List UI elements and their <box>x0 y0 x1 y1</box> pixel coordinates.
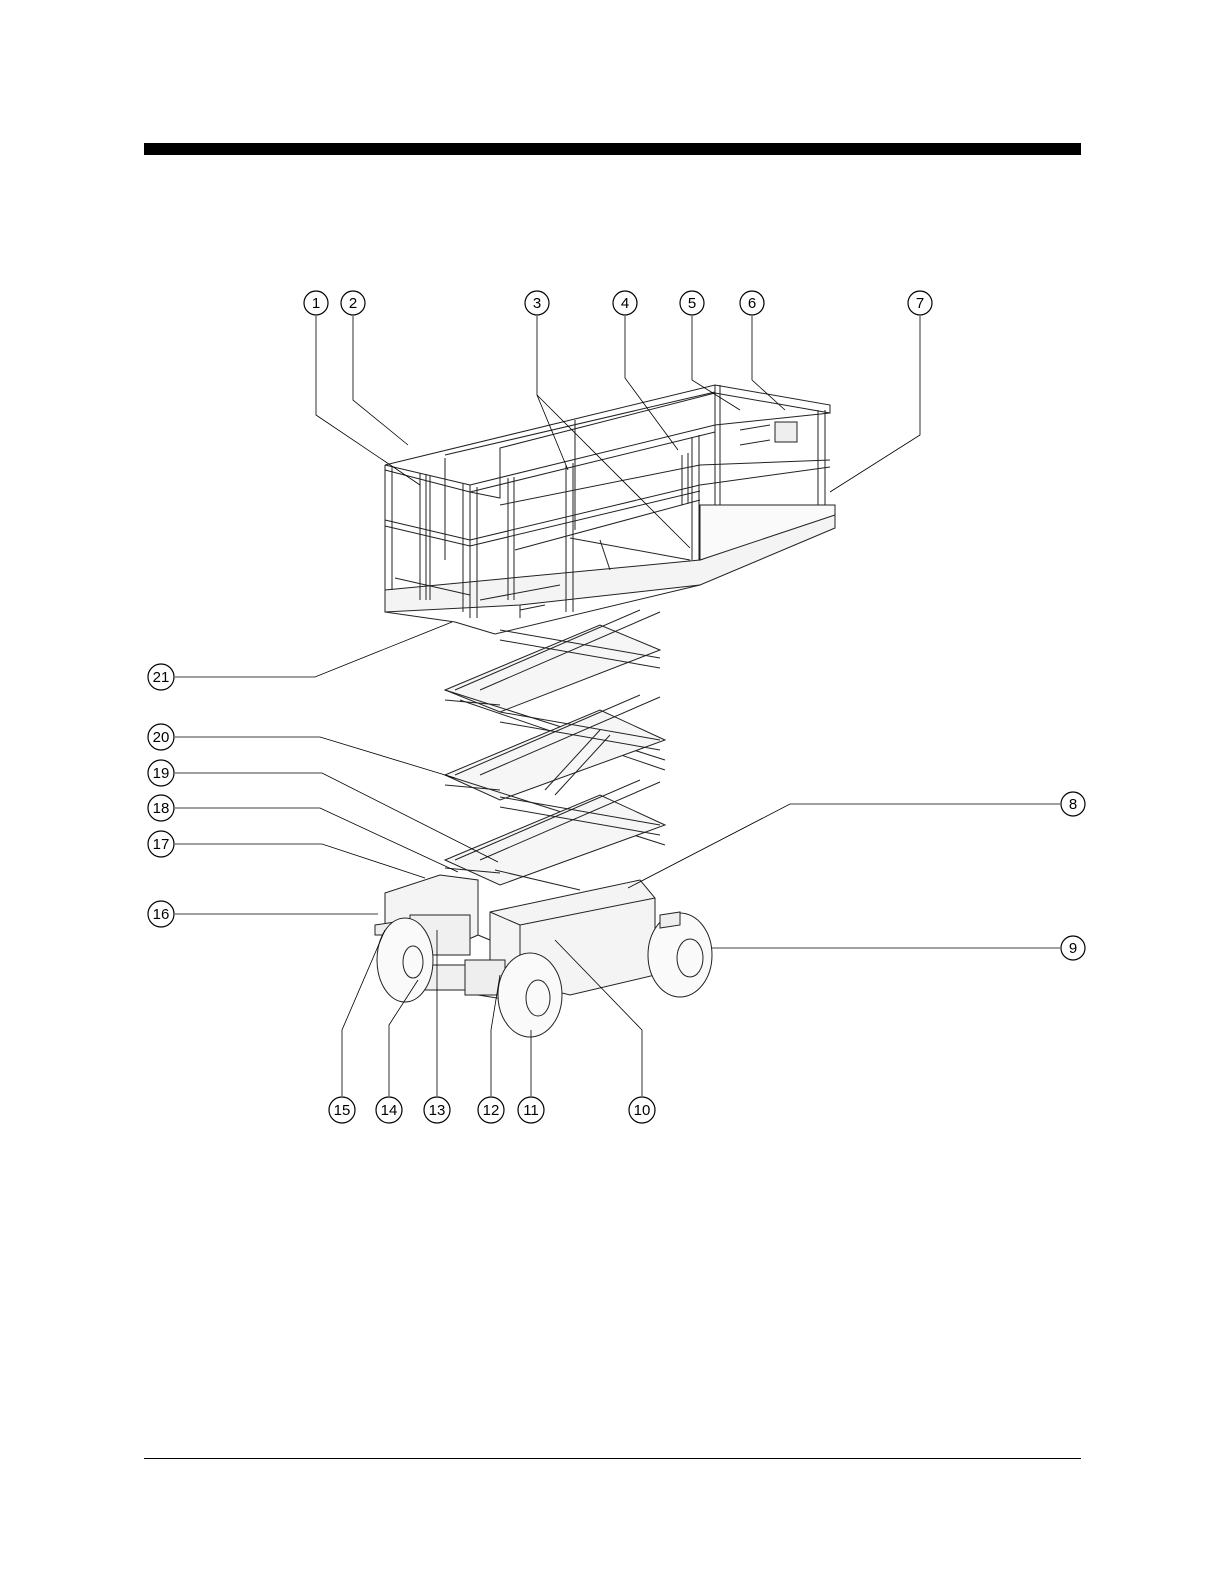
callout-7: 7 <box>908 291 932 315</box>
callout-20: 20 <box>148 724 174 750</box>
leader-7 <box>830 316 920 492</box>
leader-1 <box>316 316 420 485</box>
leader-8 <box>628 804 1060 888</box>
callout-18: 18 <box>148 795 174 821</box>
leader-18 <box>175 808 458 872</box>
callout-label: 5 <box>688 295 696 312</box>
leader-20 <box>175 737 455 778</box>
callout-label: 9 <box>1069 940 1077 957</box>
callout-label: 16 <box>153 906 170 923</box>
callout-label: 8 <box>1069 796 1077 813</box>
callout-10: 10 <box>629 1097 655 1123</box>
callout-label: 13 <box>429 1102 446 1119</box>
callout-label: 18 <box>153 800 170 817</box>
callout-17: 17 <box>148 831 174 857</box>
callout-label: 1 <box>312 295 320 312</box>
callout-21: 21 <box>148 664 174 690</box>
callout-8: 8 <box>1061 792 1085 816</box>
callout-label: 15 <box>334 1102 351 1119</box>
callout-11: 11 <box>518 1097 544 1123</box>
callout-label: 14 <box>381 1102 398 1119</box>
callout-label: 3 <box>533 295 541 312</box>
callout-label: 20 <box>153 729 170 746</box>
callout-13: 13 <box>424 1097 450 1123</box>
callout-3: 3 <box>525 291 549 315</box>
callout-label: 6 <box>748 295 756 312</box>
callout-label: 2 <box>349 295 357 312</box>
leader-21 <box>175 622 452 677</box>
footer-rule <box>144 1458 1081 1459</box>
callout-label: 11 <box>523 1102 539 1119</box>
leader-4 <box>625 316 678 450</box>
callout-label: 17 <box>153 836 170 853</box>
scissor-lift-illustration <box>375 385 835 1037</box>
callout-label: 19 <box>153 765 170 782</box>
callout-4: 4 <box>613 291 637 315</box>
callout-16: 16 <box>148 901 174 927</box>
callout-label: 7 <box>916 295 924 312</box>
callout-label: 21 <box>153 669 170 686</box>
callout-label: 4 <box>621 295 629 312</box>
leader-3a <box>537 316 568 470</box>
callout-19: 19 <box>148 760 174 786</box>
callout-12: 12 <box>478 1097 504 1123</box>
leader-17 <box>175 844 425 878</box>
callout-5: 5 <box>680 291 704 315</box>
callout-1: 1 <box>304 291 328 315</box>
callout-9: 9 <box>1061 936 1085 960</box>
callout-2: 2 <box>341 291 365 315</box>
callout-6: 6 <box>740 291 764 315</box>
scissor-stack <box>445 610 671 890</box>
leader-2 <box>353 316 408 445</box>
callout-label: 12 <box>483 1102 500 1119</box>
platform <box>385 500 835 634</box>
callout-15: 15 <box>329 1097 355 1123</box>
callout-label: 10 <box>634 1102 651 1119</box>
callout-14: 14 <box>376 1097 402 1123</box>
